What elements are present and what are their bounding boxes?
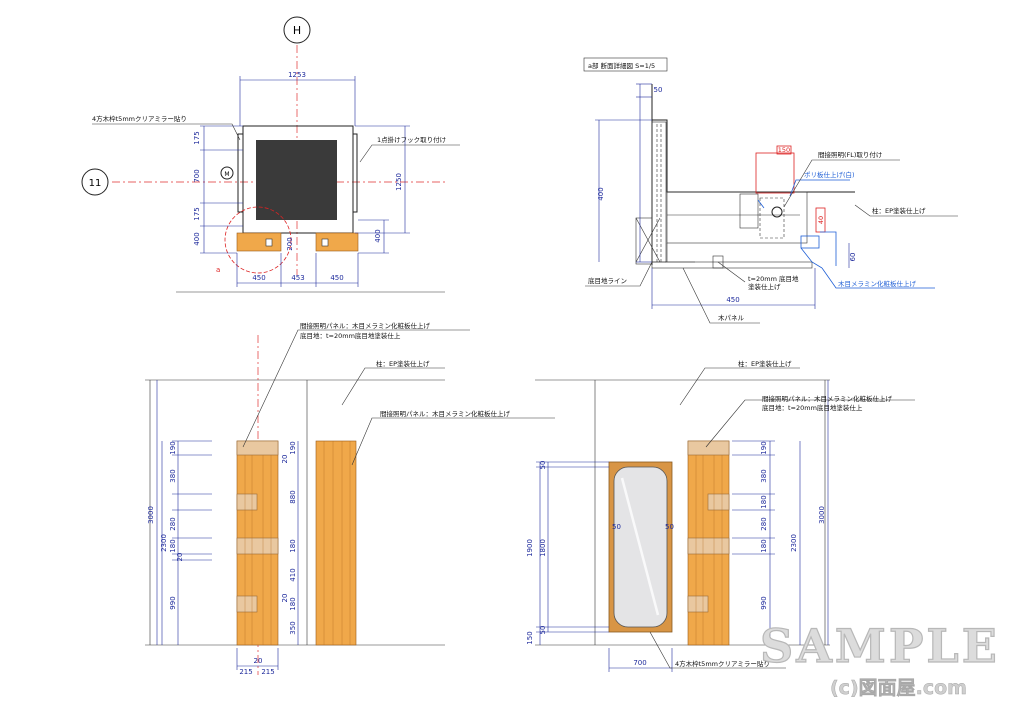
plan-hook-frame: [352, 133, 358, 213]
dim-top: 1253: [288, 71, 306, 79]
dim-400: 400: [597, 187, 605, 200]
section-callout-circle: [224, 206, 292, 274]
dim-right-lower: 400: [374, 229, 382, 242]
dim-60: 60: [849, 253, 857, 262]
dim-elev-left-total: 3000: [147, 506, 155, 524]
plan-panel-left: [236, 232, 282, 252]
mirror-marker-label: M: [224, 171, 229, 178]
label-elev-left-pillar: 柱：EP塗装仕上げ: [376, 359, 430, 368]
dim-bottom-0: 450: [252, 274, 265, 282]
dim-elev-inner-6: 350: [289, 621, 297, 634]
mirror-marker: [220, 166, 234, 180]
label-section-joint-2: 塗装仕上げ: [748, 282, 781, 291]
dim-elev-bottom-mid: 20: [254, 657, 263, 665]
dim-elev-bottom-1: 215: [261, 668, 274, 676]
dim-mirror-width: 700: [633, 659, 646, 667]
dim-elev-right-2300: 2300: [790, 534, 798, 552]
section-title-box: [583, 57, 668, 72]
dim-mirror-left-3: 50: [539, 626, 547, 635]
label-elev-left-panel-2: 底目地：t=20mm底目地塗装仕上: [300, 331, 401, 340]
label-section-melamine: 木目メラミン化粧板仕上げ: [838, 279, 917, 288]
dim-left-2: 175: [193, 207, 201, 220]
grid-label-h: H: [293, 24, 301, 37]
label-section-pillar: 柱：EP塗装仕上げ: [872, 206, 926, 215]
label-section-joint-1: t=20mm 底目地: [748, 274, 799, 283]
dim-bottom-2: 450: [330, 274, 343, 282]
label-elev-left-panel-right: 間接照明パネル：木目メラミン化粧板仕上げ: [380, 409, 511, 418]
dim-elev-left-3: 180: [169, 539, 177, 552]
grid-bubble-11: [81, 168, 109, 196]
dim-left-1: 700: [193, 169, 201, 182]
dim-mirror-left-2: 1800: [539, 539, 547, 557]
plan-panel-right: [315, 232, 359, 252]
dim-left-3: 400: [193, 232, 201, 245]
dim-450: 450: [726, 296, 739, 304]
plan-mirror-frame: [237, 133, 244, 213]
label-plan-mirror: 4方木枠t5mmクリアミラー貼り: [92, 114, 187, 123]
label-section-poly: ポリ板仕上げ(白): [804, 170, 855, 179]
dim-mirror-left-1: 1900: [526, 539, 534, 557]
dim-elev-inner-0: 190: [289, 441, 297, 454]
section-callout-label: a: [216, 266, 220, 274]
dim-elev-right-total: 3000: [818, 506, 826, 524]
dim-elev-right-4: 180: [760, 539, 768, 552]
dim-bottom-1: 453: [291, 274, 304, 282]
dim-40: 40: [817, 216, 825, 224]
dim-elev-inner-3: 180: [289, 539, 297, 552]
label-elev-right-pillar: 柱：EP塗装仕上げ: [738, 359, 792, 368]
dim-elev-left-2: 280: [169, 517, 177, 530]
dim-elev-inner-5: 180: [289, 597, 297, 610]
watermark-sample: SAMPLE: [760, 619, 1000, 673]
dim-mirror-side-1: 50: [665, 523, 674, 531]
dim-elev-inner-2: 880: [289, 490, 297, 503]
label-elev-right-mirror: 4方木枠t5mmクリアミラー貼り: [675, 659, 770, 668]
dim-elev-right-3: 280: [760, 517, 768, 530]
section-detail: a部 断面詳細図 S=1/5 150 40: [583, 57, 958, 324]
label-elev-right-panel-1: 間接照明パネル：木目メラミン化粧板仕上げ: [762, 394, 893, 403]
dim-elev-left-5: 990: [169, 596, 177, 609]
label-plan-hook: 1点掛けフック取り付け: [377, 135, 446, 144]
dim-elev-inner-4: 410: [289, 568, 297, 581]
dim-mirror-side-0: 50: [612, 523, 621, 531]
dim-50-top: 50: [654, 86, 663, 94]
label-elev-left-panel-1: 間接照明パネル：木目メラミン化粧板仕上げ: [300, 321, 431, 330]
dim-elev-left-4: 20: [176, 553, 184, 562]
watermark-copyright: (c)図面屋.com: [830, 677, 967, 699]
dim-elev-right-1: 380: [760, 469, 768, 482]
elevation-right: 50 50 50 1900 1800 50 150 700 4方木枠t5m: [526, 359, 915, 672]
dim-elev-right-0: 190: [760, 441, 768, 454]
dim-elev-inner-1: 20: [281, 455, 289, 464]
label-section-floor-line: 底目地ライン: [588, 276, 627, 285]
dim-150: 150: [778, 146, 790, 154]
grid-label-11: 11: [89, 178, 102, 189]
dim-mirror-left-0: 50: [539, 461, 547, 470]
grid-bubble-h: [283, 16, 311, 44]
dim-elev-inner-7: 20: [281, 594, 289, 603]
label-elev-right-panel-2: 底目地：t=20mm底目地塗装仕上: [762, 403, 863, 412]
label-section-light: 間接照明(FL)取り付け: [818, 150, 882, 159]
dim-elev-left-0: 190: [169, 441, 177, 454]
dim-elev-right-2: 180: [760, 495, 768, 508]
plan-view: H 11 a M 1253 175 700 175: [81, 16, 460, 293]
section-title: a部 断面詳細図 S=1/5: [588, 61, 655, 70]
label-section-panel: 木パネル: [718, 313, 745, 322]
plan-pillar-core: [256, 140, 337, 220]
dim-mid: 200: [286, 237, 294, 250]
dim-elev-bottom-0: 215: [239, 668, 252, 676]
dim-left-0: 175: [193, 131, 201, 144]
dim-elev-left-2300: 2300: [160, 534, 168, 552]
dim-right-total: 1250: [395, 173, 403, 191]
elevation-left: 3000 2300 190 380 280 180 20 990 190 20 …: [145, 321, 555, 676]
elev-left-panel-side: [315, 440, 357, 646]
dim-elev-right-5: 990: [760, 596, 768, 609]
dim-elev-left-1: 380: [169, 469, 177, 482]
dim-mirror-left-4: 150: [526, 631, 534, 644]
